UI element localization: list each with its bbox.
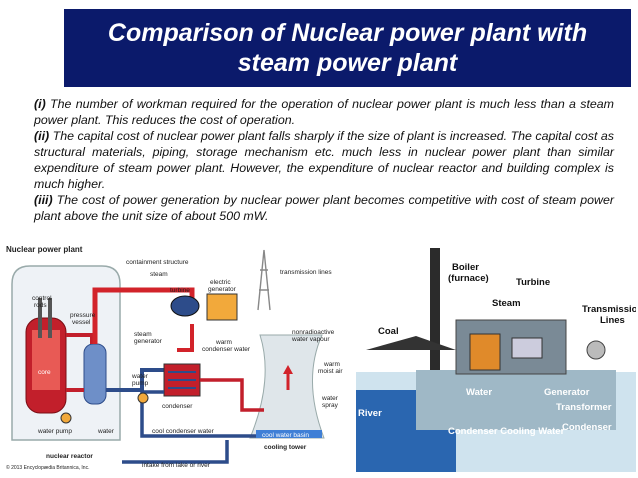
steam-generator	[83, 343, 107, 405]
label-steam-generator: generator	[134, 338, 163, 345]
label-cool-water-basin: cool water basin	[262, 432, 309, 439]
coal-pile	[366, 336, 456, 350]
label-nonradioactive: nonradioactive	[292, 329, 335, 336]
label-core: core	[38, 369, 51, 376]
label-cooling-tower: cooling tower	[264, 444, 307, 451]
diagram-title: Nuclear power plant	[6, 245, 83, 254]
label-transmission: Transmission	[582, 304, 636, 315]
label-water-spray: water	[321, 395, 339, 402]
label-warm-moist-air: moist air	[318, 368, 343, 375]
label-water: Water	[466, 387, 492, 398]
label-lines: Lines	[600, 315, 625, 326]
label-pressure: pressure	[70, 312, 96, 319]
label-steam: Steam	[492, 298, 521, 309]
transformer	[586, 340, 606, 360]
label-boiler: Boiler	[452, 262, 479, 273]
label-steam: steam	[150, 271, 168, 278]
chimney	[430, 248, 440, 370]
label-cool-condenser-water: cool condenser water	[152, 428, 215, 435]
water-pump	[60, 412, 72, 424]
nuclear-plant-diagram: Nuclear power plant containment structur…	[2, 240, 354, 472]
label-furnace: (furnace)	[448, 273, 489, 284]
label-generator: generator	[208, 286, 237, 293]
boiler-furnace	[469, 333, 501, 371]
label-warm-moist-air: warm	[323, 361, 340, 368]
control-rod	[38, 298, 42, 338]
label-electric: electric	[210, 279, 231, 286]
label-water-pump: water	[131, 373, 149, 380]
label-turbine: Turbine	[516, 277, 550, 288]
title-banner: Comparison of Nuclear power plant with s…	[64, 9, 631, 87]
point-3: (iii) The cost of power generation by nu…	[34, 192, 614, 224]
label-turbine: turbine	[170, 287, 190, 294]
label-transmission: transmission lines	[280, 269, 332, 276]
label-control: control	[32, 295, 52, 302]
label-vessel: vessel	[72, 319, 91, 326]
label-river: River	[358, 408, 382, 419]
point-number: (i)	[34, 97, 46, 111]
turbine	[511, 337, 543, 359]
point-number: (ii)	[34, 129, 50, 143]
point-text: The capital cost of nuclear power plant …	[34, 129, 614, 191]
label-generator: Generator	[544, 387, 590, 398]
label-water-spray: spray	[322, 402, 339, 409]
label-water: water	[97, 428, 115, 435]
electric-generator	[206, 293, 238, 321]
label-condenser: Condenser	[562, 422, 612, 433]
page-title: Comparison of Nuclear power plant with s…	[107, 19, 588, 77]
label-intake: intake from lake or river	[142, 462, 211, 469]
copyright: © 2013 Encyclopædia Britannica, Inc.	[6, 464, 89, 471]
point-text: The cost of power generation by nuclear …	[34, 193, 614, 223]
point-number: (iii)	[34, 193, 53, 207]
transmission-tower	[257, 249, 271, 311]
label-condenser-water: condenser water	[202, 346, 251, 353]
label-nuclear-reactor: nuclear reactor	[46, 453, 93, 460]
label-warm: warm	[215, 339, 232, 346]
point-text: The number of workman required for the o…	[34, 97, 614, 127]
label-water-pump: water pump	[37, 428, 72, 435]
point-2: (ii) The capital cost of nuclear power p…	[34, 128, 614, 192]
label-rods: rods	[34, 302, 47, 309]
control-rod	[48, 298, 52, 338]
steam-plant-diagram: Boiler (furnace) Turbine Steam Transmiss…	[356, 240, 636, 472]
label-condenser: condenser	[162, 403, 193, 410]
label-water-pump: pump	[132, 380, 149, 387]
comparison-text: (i) The number of workman required for t…	[34, 96, 614, 224]
turbine	[170, 295, 200, 317]
label-condenser-cooling-water: Condenser Cooling Water	[448, 426, 565, 437]
label-containment: containment structure	[126, 259, 189, 266]
cool-water-basin	[256, 430, 322, 438]
core	[32, 330, 60, 390]
label-transformer: Transformer	[556, 402, 612, 413]
water-pump	[137, 392, 149, 404]
label-coal: Coal	[378, 326, 399, 337]
label-steam-generator: steam	[134, 331, 152, 338]
plant-base	[416, 370, 616, 430]
point-1: (i) The number of workman required for t…	[34, 96, 614, 128]
label-water-vapour: water vapour	[291, 336, 330, 343]
